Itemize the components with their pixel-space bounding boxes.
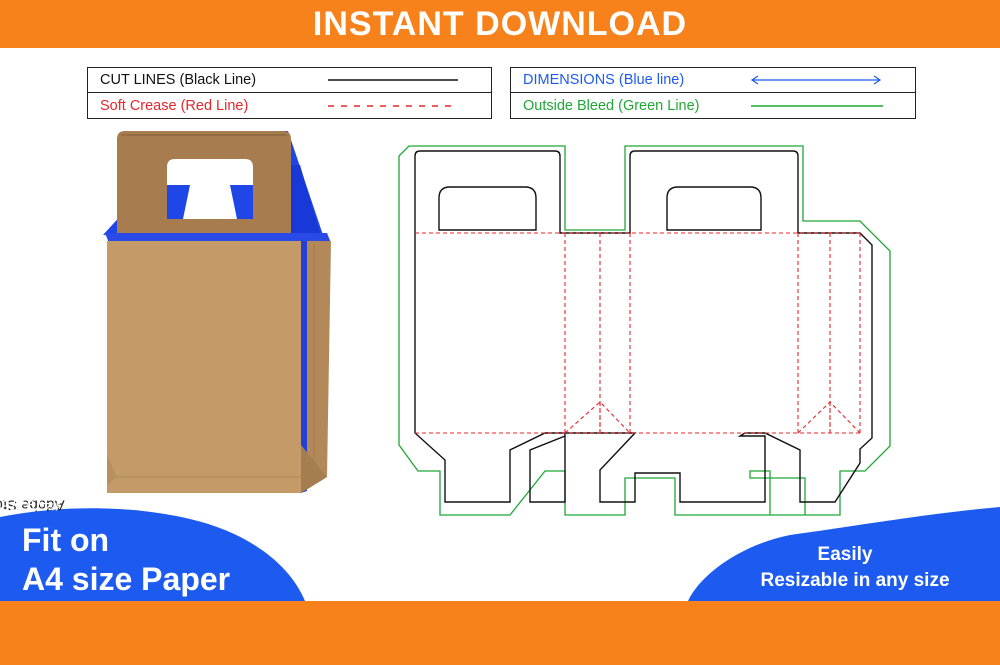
cut-outline [414, 150, 873, 503]
promo-left-wave [0, 508, 305, 601]
legend-box-left: CUT LINES (Black Line) Soft Crease (Red … [87, 67, 492, 119]
black-line-sample [328, 79, 458, 81]
promo-left-line1: Fit on [22, 522, 110, 558]
stock-id-number: #479778938 [0, 496, 60, 514]
bleed-outline [398, 145, 891, 516]
legend-row-bleed: Outside Bleed (Green Line) [511, 93, 915, 118]
green-line-sample [751, 105, 883, 107]
banner-title: INSTANT DOWNLOAD [312, 4, 688, 43]
bottom-banner [0, 601, 1000, 665]
red-dashed-line-sample [328, 105, 458, 107]
promo-right-line2: Resizable in any size [760, 570, 950, 591]
legend-dimensions-label: DIMENSIONS (Blue line) [523, 72, 685, 88]
promo-right-wave [688, 507, 1000, 601]
legend-row-dimensions: DIMENSIONS (Blue line) [511, 68, 915, 93]
top-banner: INSTANT DOWNLOAD [0, 0, 1000, 48]
legend-bleed-label: Outside Bleed (Green Line) [523, 97, 700, 114]
legend-box-right: DIMENSIONS (Blue line) Outside Bleed (Gr… [510, 67, 916, 119]
promo-right-line1: Easily [817, 544, 873, 565]
legend-cut-label: CUT LINES (Black Line) [100, 72, 257, 88]
paper-bag-handle-icon [103, 131, 331, 493]
promo-left-line2: A4 size Paper [22, 561, 231, 597]
blue-arrow-sample [750, 75, 882, 85]
dieline-template [398, 145, 891, 516]
legend-row-cut: CUT LINES (Black Line) [88, 68, 491, 93]
legend-crease-label: Soft Crease (Red Line) [100, 97, 249, 114]
stock-id-vertical: Adobe Stock | #479778938 [0, 410, 65, 600]
legend-row-crease: Soft Crease (Red Line) [88, 93, 491, 118]
handle-hole-right [666, 186, 762, 231]
handle-hole-left [438, 186, 537, 231]
